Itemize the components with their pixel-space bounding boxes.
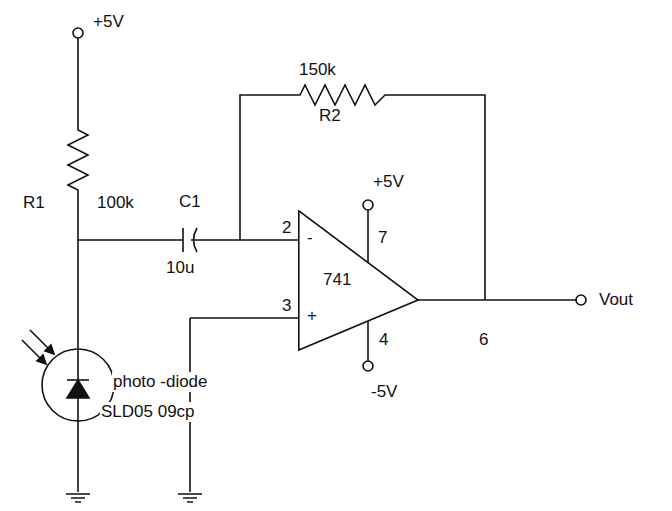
- op-amp: - 741+: [298, 210, 420, 352]
- component-label: 150k: [298, 60, 337, 80]
- component-label: R1: [22, 193, 46, 213]
- pin-7-wire: [367, 210, 369, 262]
- supply-terminal: [73, 28, 83, 38]
- photodiode-wire: [77, 349, 79, 492]
- pin-4-wire: [367, 321, 369, 361]
- op-amp-text: 741: [322, 270, 352, 290]
- component-label: +5V: [372, 172, 405, 192]
- supply-terminal: [363, 200, 373, 210]
- r1-resistor-wire: [68, 38, 88, 349]
- component-label: Vout: [598, 290, 634, 310]
- op-amp-triangle: [298, 210, 420, 352]
- component-label: photo -diode: [112, 372, 209, 392]
- ground-symbol: [66, 494, 90, 502]
- supply-terminal: [363, 361, 373, 371]
- op-amp-text: +: [306, 306, 318, 326]
- op-amp-text: -: [306, 228, 314, 248]
- component-label: 100k: [96, 193, 135, 213]
- component-label: 2: [281, 218, 292, 238]
- output-wire: [418, 299, 576, 301]
- component-label: 7: [377, 228, 388, 248]
- light-arrowheads: [37, 345, 54, 364]
- component-label: 6: [478, 330, 489, 350]
- output-terminal: [576, 295, 586, 305]
- input-wire: [190, 317, 298, 319]
- component-label: +5V: [92, 12, 125, 32]
- light-arrows: [22, 330, 54, 364]
- diode-bar: [67, 379, 89, 381]
- component-label: 4: [378, 330, 389, 350]
- component-label: SLD05 09cp: [100, 402, 196, 422]
- component-label: 3: [281, 296, 292, 316]
- capacitor-c1: [78, 228, 183, 252]
- component-label: -5V: [370, 382, 398, 402]
- diode-symbol: [67, 380, 89, 398]
- component-label: R2: [318, 106, 342, 126]
- component-label: C1: [178, 192, 202, 212]
- component-label: 10u: [165, 258, 195, 278]
